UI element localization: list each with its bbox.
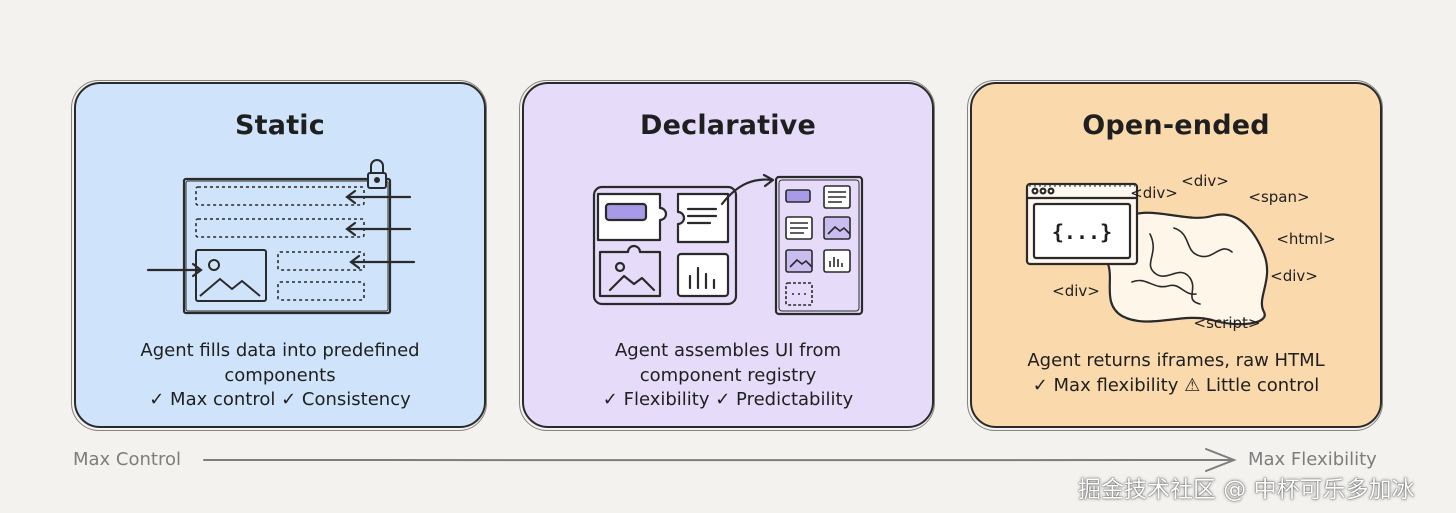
static-desc-line-1: Agent fills data into predefined bbox=[140, 340, 420, 361]
open-desc-line-1: Agent returns iframes, raw HTML bbox=[1027, 350, 1325, 371]
static-card: Static bbox=[71, 80, 487, 431]
declarative-desc-line-1: Agent assembles UI from bbox=[614, 340, 842, 361]
browser-window-icon bbox=[1025, 182, 1139, 266]
tag-div-2: <div> bbox=[1181, 172, 1229, 190]
declarative-card: Declarative bbox=[519, 80, 935, 431]
open-ended-description: Agent returns iframes, raw HTML ✓ Max fl… bbox=[992, 349, 1360, 398]
tag-div-right: <div> bbox=[1270, 267, 1318, 285]
axis-right-label: Max Flexibility bbox=[1248, 449, 1377, 470]
tag-span: <span> bbox=[1248, 188, 1309, 206]
arrows-icon bbox=[146, 189, 416, 278]
registry-grid bbox=[785, 185, 851, 306]
tag-script: <script> bbox=[1194, 314, 1261, 332]
static-description: Agent fills data into predefined compone… bbox=[96, 339, 464, 413]
image-icon bbox=[195, 249, 267, 302]
static-desc-line-3: ✓ Max control ✓ Consistency bbox=[149, 389, 411, 410]
open-ended-title: Open-ended bbox=[1082, 110, 1270, 141]
code-braces: {...} bbox=[1052, 220, 1112, 244]
static-form-illustration bbox=[146, 159, 416, 315]
raw-html-illustration: {...} <div> <div> <span> <html> <div> <d… bbox=[1025, 172, 1336, 332]
control-flexibility-arrow bbox=[203, 448, 1237, 472]
html-tags: <div> <div> <span> <html> <div> <div> <s… bbox=[1052, 172, 1336, 332]
component-registry-illustration bbox=[592, 173, 864, 316]
blob-shape bbox=[1104, 211, 1269, 326]
static-desc-line-2: components bbox=[224, 364, 336, 386]
open-ended-card: Open-ended {...} <div> <div> <span> <htm… bbox=[967, 80, 1383, 431]
declarative-title: Declarative bbox=[639, 110, 816, 141]
open-desc-line-2: ✓ Max flexibility ⚠ Little control bbox=[1032, 374, 1320, 396]
declarative-description: Agent assembles UI from component regist… bbox=[544, 339, 912, 413]
axis-left-label: Max Control bbox=[73, 449, 181, 470]
lock-icon bbox=[367, 159, 387, 189]
static-title: Static bbox=[235, 110, 325, 141]
tag-div-left: <div> bbox=[1052, 282, 1100, 300]
watermark: 掘金技术社区 @ 中杯可乐多加冰 bbox=[1078, 477, 1415, 503]
declarative-desc-line-3: ✓ Flexibility ✓ Predictability bbox=[602, 389, 854, 410]
tag-div-top: <div> bbox=[1130, 184, 1178, 202]
declarative-desc-line-2: component registry bbox=[639, 364, 817, 386]
tag-html: <html> bbox=[1276, 230, 1335, 248]
